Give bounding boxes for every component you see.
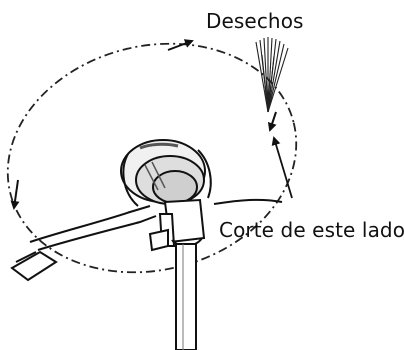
trimmer-shaft: [176, 244, 196, 350]
shaft-coupling: [150, 200, 204, 250]
cut-side-pointer: [274, 138, 292, 198]
debris-spray: [256, 37, 288, 112]
rotation-arrow-left: [14, 180, 18, 208]
debris-label: Desechos: [206, 9, 304, 33]
rotation-arrow-top: [168, 41, 192, 50]
cut-side-label: Corte de este lado: [219, 218, 404, 242]
spool-housing: [121, 140, 211, 206]
rotation-arrow-right: [270, 112, 276, 130]
